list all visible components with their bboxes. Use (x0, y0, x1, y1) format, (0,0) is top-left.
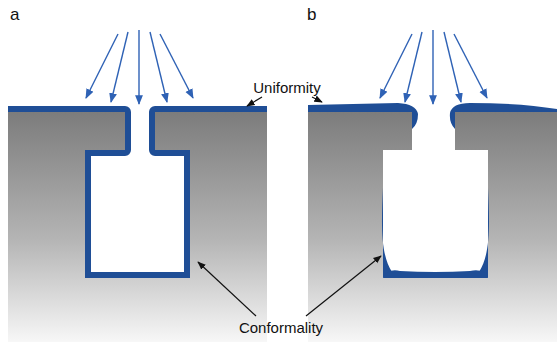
flux-arrows (86, 30, 193, 104)
panel-letter: b (307, 6, 316, 23)
property-label: Uniformity (253, 80, 321, 95)
conformal-coating (8, 112, 267, 278)
flux-arrows (380, 30, 487, 104)
property-label: Conformality (239, 320, 323, 335)
substrate (8, 112, 267, 342)
leader-arrows (198, 97, 381, 316)
panel-letter: a (10, 6, 19, 23)
substrate (308, 112, 557, 342)
non-conformal-coating (308, 103, 557, 278)
